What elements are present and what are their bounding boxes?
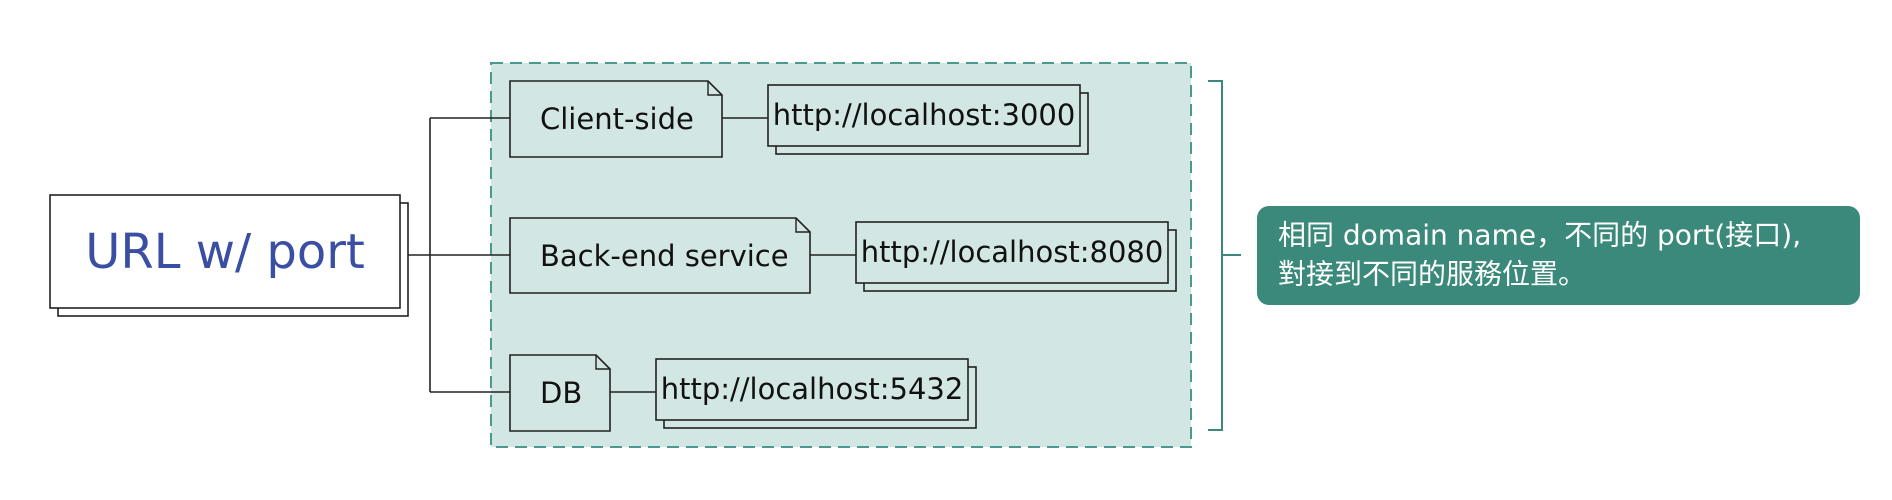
note-callout: 相同 domain name，不同的 port(接口), 對接到不同的服務位置。 [1257, 206, 1860, 305]
url-node-8080: http://localhost:8080 [855, 221, 1177, 292]
url-node-5432: http://localhost:5432 [655, 358, 977, 429]
group-bracket [1208, 80, 1241, 431]
note-line-1: 相同 domain name，不同的 port(接口), [1278, 219, 1801, 252]
url-label: http://localhost:8080 [861, 235, 1164, 269]
url-node-3000: http://localhost:3000 [767, 84, 1089, 155]
root-node: URL w/ port [49, 194, 409, 317]
service-node-client-side: Client-side [509, 80, 723, 158]
connector-tree [408, 117, 856, 393]
service-name: Client-side [540, 102, 694, 136]
root-label: URL w/ port [85, 224, 365, 280]
url-label: http://localhost:5432 [661, 372, 964, 406]
service-node-back-end: Back-end service [509, 217, 811, 294]
service-name: DB [540, 376, 582, 410]
service-node-db: DB [509, 354, 611, 432]
note-line-2: 對接到不同的服務位置。 [1278, 258, 1586, 291]
url-label: http://localhost:3000 [773, 98, 1076, 132]
service-name: Back-end service [540, 239, 789, 273]
